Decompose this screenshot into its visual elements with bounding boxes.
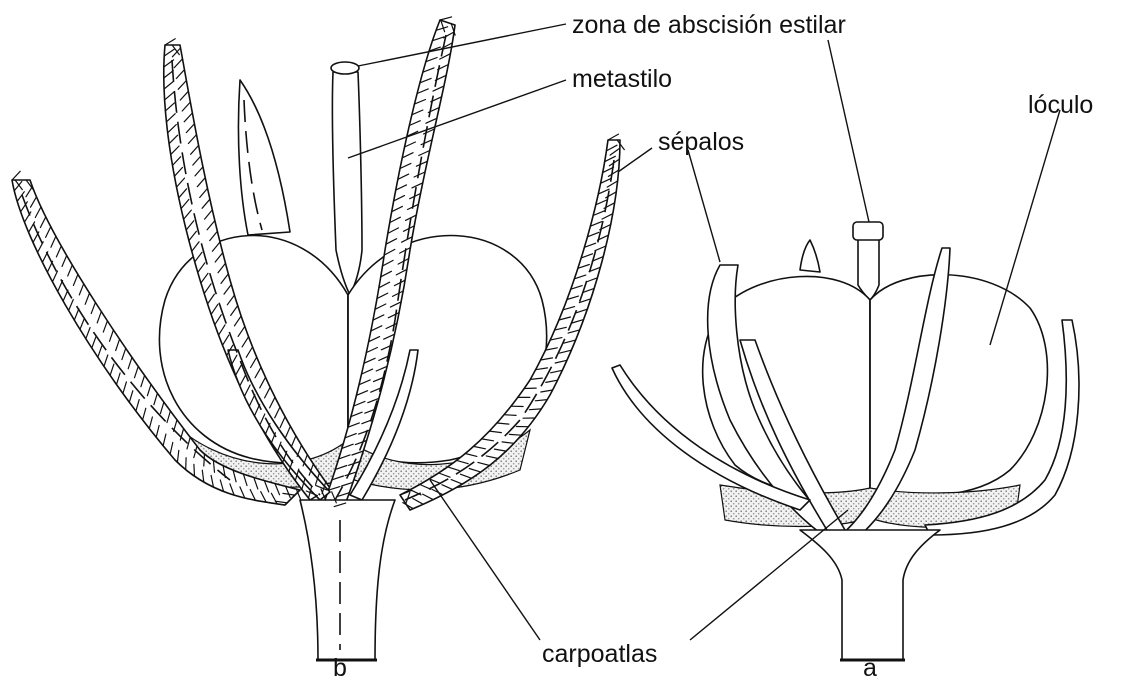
bristle <box>194 464 195 476</box>
back-sepal-a <box>800 240 820 272</box>
back-sepal-b <box>238 80 290 235</box>
bristle <box>509 434 521 435</box>
style-tip-a <box>853 222 883 240</box>
fruit-a <box>612 222 1079 660</box>
leader-carpoatlas-b <box>430 480 540 640</box>
leader-carpoatlas-a <box>690 510 848 640</box>
bristle <box>12 171 20 180</box>
label-metastilo: metastilo <box>572 65 672 93</box>
pedicel-a <box>800 530 940 660</box>
label-zona-abscision: zona de abscisión estilar <box>572 11 846 39</box>
leader-metastilo <box>348 80 566 158</box>
label-loculo: lóculo <box>1028 91 1093 119</box>
bristle <box>504 415 516 416</box>
label-figure-a: a <box>863 654 877 682</box>
bristle <box>529 409 541 410</box>
label-sepalos: sépalos <box>658 128 744 156</box>
leader-zona-a <box>828 40 869 222</box>
style-a <box>858 238 879 300</box>
leader-sepalos-b <box>618 148 652 172</box>
bristle <box>204 454 205 466</box>
fruit-b <box>12 17 624 660</box>
style-tip-b <box>331 62 359 74</box>
label-carpoatlas: carpoatlas <box>542 640 657 668</box>
bristle <box>440 17 452 20</box>
leader-sepalos-a <box>688 150 720 262</box>
metastilo-b <box>332 72 362 295</box>
leader-zona-b <box>358 24 566 66</box>
label-figure-b: b <box>333 654 347 682</box>
pedicel-b <box>300 500 395 660</box>
bristle <box>608 134 619 140</box>
bristle <box>165 39 175 45</box>
